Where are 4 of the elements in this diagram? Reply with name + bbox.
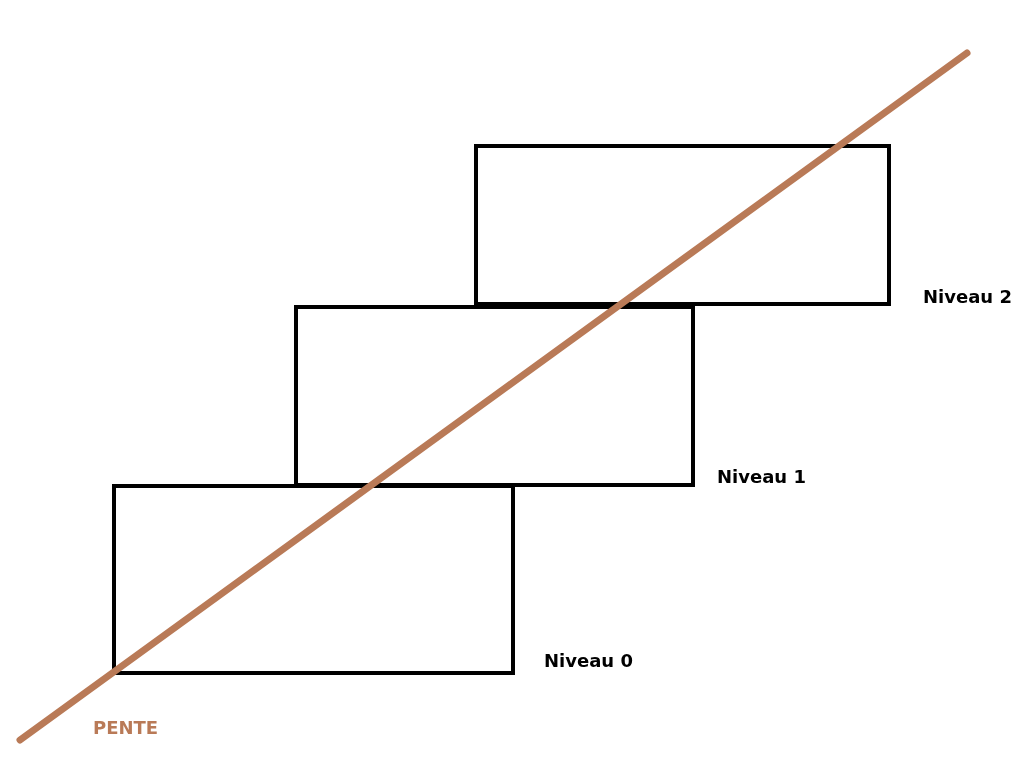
slope-label: PENTE <box>93 717 159 739</box>
level-label: Niveau 1 <box>717 466 806 488</box>
level-label: Niveau 0 <box>544 650 633 672</box>
level-label: Niveau 2 <box>923 286 1012 308</box>
